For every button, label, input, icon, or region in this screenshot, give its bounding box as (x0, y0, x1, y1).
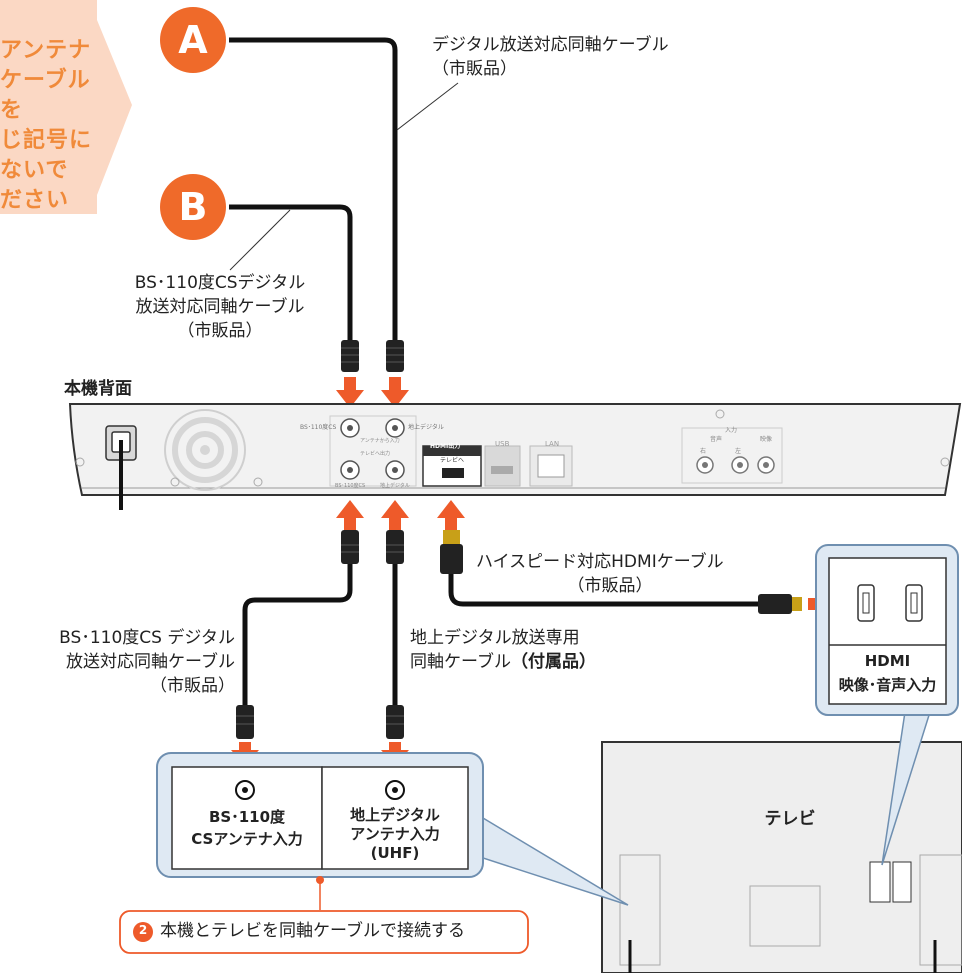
arrow-down-terr (381, 377, 409, 408)
hdmi-port-icon (857, 584, 875, 622)
arrow-down-bs (336, 377, 364, 408)
panel-right: 右 (700, 448, 707, 455)
step-text: 本機とテレビを同軸ケーブルで接続する (160, 921, 465, 941)
hdmi-input-line2: 映像･音声入力 (838, 676, 937, 694)
cable-b-line1: BS･110度CSデジタル (134, 273, 306, 293)
step-number-circle (133, 922, 153, 942)
panel-input: 入力 (725, 427, 738, 434)
bs-tv-line1: BS･110度CS デジタル (59, 628, 235, 648)
connector-bottom-terr (386, 530, 404, 564)
panel-lan: LAN (545, 440, 560, 448)
panel-usb: USB (495, 440, 510, 448)
marker-b-label: B (178, 185, 208, 229)
rear-panel-label: 本機背面 (64, 379, 132, 399)
note-line: ださい (0, 188, 70, 213)
leader-a (396, 82, 459, 131)
terr-line1: 地上デジタル放送専用 (410, 628, 580, 648)
hdmi-input-line1: HDMI (864, 652, 911, 670)
bs-input-line2: CSアンテナ入力 (191, 830, 303, 848)
cable-a (229, 37, 398, 340)
connector-top-a (386, 340, 404, 372)
cable-b (229, 204, 353, 340)
cable-a-name: デジタル放送対応同軸ケーブル (432, 35, 669, 55)
terr-cable-name: 同軸ケーブル (410, 652, 511, 672)
rear-panel (68, 403, 962, 510)
leader-b (229, 209, 291, 271)
note-line: じ記号に (0, 128, 93, 153)
hdmi-plug-tv (758, 594, 802, 614)
arrow-up-bs (336, 500, 364, 531)
terr-line2: 同軸ケーブル（付属品） (410, 651, 596, 674)
marker-a-circle (160, 7, 226, 73)
hdmi-port-icon (905, 584, 923, 622)
step-number: 2 (138, 923, 148, 937)
panel-tv-out: テレビへ出力 (360, 451, 391, 457)
hdmi-cable-name: ハイスピード対応HDMIケーブル (476, 552, 724, 572)
terr-input-label: 地上デジタル アンテナ入力 (UHF) (322, 806, 468, 863)
terr-input-line3: (UHF) (370, 844, 420, 862)
arrow-up-hdmi (437, 500, 465, 531)
note-line: ないで (0, 158, 69, 183)
bs-input-label: BS･110度 CSアンテナ入力 (172, 806, 322, 850)
panel-left: 左 (735, 448, 742, 455)
bs-tv-line2: 放送対応同軸ケーブル (66, 652, 235, 672)
panel-hdmi-to-tv: テレビへ (440, 457, 465, 464)
bs-tv-note: （市販品） (150, 676, 235, 696)
tv-label: テレビ (764, 809, 816, 829)
cable-b-line2: 放送対応同軸ケーブル (135, 297, 305, 317)
note-arrow-shape (0, 0, 132, 214)
hdmi-cable-note: （市販品） (567, 576, 653, 596)
connector-lower-bs (236, 705, 254, 739)
connector-bottom-bs (341, 530, 359, 564)
panel-antenna-in: アンテナから入力 (360, 438, 400, 444)
hdmi-cable (448, 574, 760, 607)
note-arrow-text: アンテナ ケーブルを じ記号に ないで ださい (0, 36, 100, 216)
connector-top-b (341, 340, 359, 372)
terr-included: （付属品） (510, 652, 596, 672)
terr-input-line2: アンテナ入力 (350, 825, 440, 843)
hdmi-plug-device (440, 530, 463, 574)
panel-terr-in: 地上デジタル (408, 424, 444, 431)
note-line: アンテナ (0, 38, 92, 63)
panel-video: 映像 (760, 436, 773, 443)
panel-audio: 音声 (710, 436, 723, 443)
terr-input-line1: 地上デジタル (350, 806, 440, 824)
panel-terr-out: 地上デジタル (380, 483, 410, 489)
cable-bs-to-tv (242, 564, 353, 705)
connector-lower-terr (386, 705, 404, 739)
cable-b-note: （市販品） (177, 321, 263, 341)
bs-input-line1: BS･110度 (208, 808, 286, 826)
panel-hdmi-out: HDMI出力 (430, 443, 461, 450)
note-line: ケーブルを (0, 68, 91, 123)
panel-bs-out: BS･110度CS (335, 483, 366, 489)
step-box (119, 910, 529, 954)
hdmi-input-label: HDMI 映像･音声入力 (829, 649, 946, 697)
marker-b-circle (160, 174, 226, 240)
marker-a-label: A (178, 18, 208, 62)
arrow-up-terr (381, 500, 409, 531)
cable-a-note: （市販品） (432, 59, 517, 79)
panel-bs-in: BS･110度CS (300, 424, 337, 431)
